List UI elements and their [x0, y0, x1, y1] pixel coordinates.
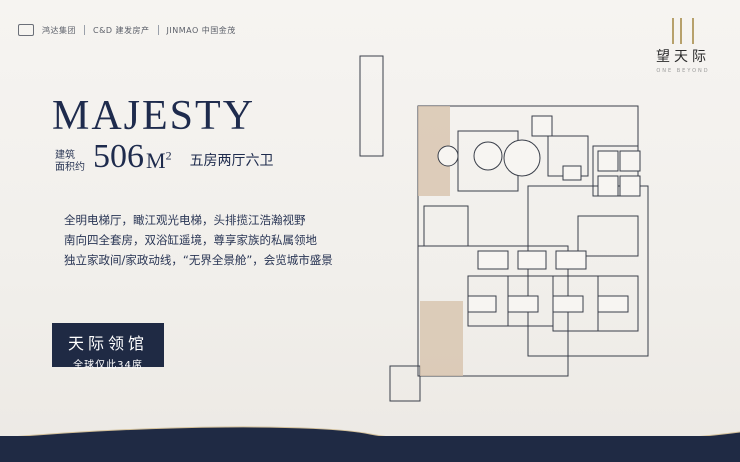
area-number: 506 — [93, 138, 144, 175]
area-unit-superscript: 2 — [165, 148, 172, 163]
plan-furniture — [531, 115, 553, 137]
badge-subtitle: 全球仅此34席 — [73, 360, 143, 371]
plan-room — [389, 365, 421, 402]
brand-name-en: ONE BEYOND — [656, 68, 710, 74]
feature-line: 独立家政间/家政动线，“无界全景舱”，会览城市盛景 — [64, 253, 333, 267]
plan-furniture — [562, 165, 582, 181]
logo-1-text: 鸿达集团 — [42, 25, 76, 35]
logo-3-text: JINMAO 中国金茂 — [166, 25, 236, 35]
plan-round-table — [503, 139, 541, 177]
feature-line: 全明电梯厅，瞰江观光电梯，头排揽江浩瀚视野 — [64, 213, 306, 227]
plan-furniture — [473, 141, 503, 171]
plan-furniture — [507, 295, 539, 313]
plan-furniture — [467, 295, 497, 313]
feature-list: 全明电梯厅，瞰江观光电梯，头排揽江浩瀚视野 南向四全套房，双浴缸遥境，尊享家族的… — [64, 210, 333, 270]
area-label: 建筑 面积约 — [55, 150, 85, 174]
plan-room — [423, 205, 469, 247]
plan-wall — [417, 245, 569, 377]
logo-2-text: C&D 建发房产 — [93, 25, 150, 35]
area-info: 建筑 面积约 506 M2 五房两厅六卫 — [55, 140, 274, 174]
room-configuration: 五房两厅六卫 — [189, 153, 274, 169]
elevator-icon — [619, 150, 641, 172]
plan-room — [597, 275, 639, 332]
plan-furniture — [477, 250, 509, 270]
elevator-icon — [597, 150, 619, 172]
area-unit-letter: M — [146, 148, 166, 173]
plan-furniture — [552, 295, 584, 313]
area-label-line2: 面积约 — [55, 162, 85, 173]
area-unit: M2 — [146, 148, 172, 174]
highlight-panorama-area-2 — [420, 301, 463, 376]
unit-title: MAJESTY — [52, 93, 256, 139]
elevator-icon — [619, 175, 641, 197]
logo-separator — [84, 25, 85, 35]
plan-furniture — [517, 250, 547, 270]
plan-wall — [359, 55, 384, 157]
brand-mark-icon — [672, 18, 694, 44]
plan-furniture — [555, 250, 587, 270]
feature-line: 南向四全套房，双浴缸遥境，尊享家族的私属领地 — [64, 233, 317, 247]
plan-room — [577, 215, 639, 257]
highlight-panorama-area — [418, 106, 450, 196]
brand-name-cn: 望天际 — [656, 49, 710, 65]
elevator-icon — [597, 175, 619, 197]
plan-room — [457, 130, 519, 192]
partner-logos: 鸿达集团 C&D 建发房产 JINMAO 中国金茂 — [18, 24, 236, 36]
plan-furniture — [597, 295, 629, 313]
area-label-line1: 建筑 — [55, 150, 75, 161]
bottom-band — [0, 436, 740, 462]
limited-badge: 天际领馆 全球仅此34席 — [52, 323, 164, 371]
hongda-logo-icon — [18, 24, 34, 36]
plan-room — [547, 135, 589, 177]
plan-furniture — [437, 145, 459, 167]
logo-separator — [157, 25, 159, 35]
badge-title: 天际领馆 — [67, 334, 148, 353]
floor-plan — [359, 55, 649, 402]
project-brand: 望天际 ONE BEYOND — [656, 18, 710, 74]
